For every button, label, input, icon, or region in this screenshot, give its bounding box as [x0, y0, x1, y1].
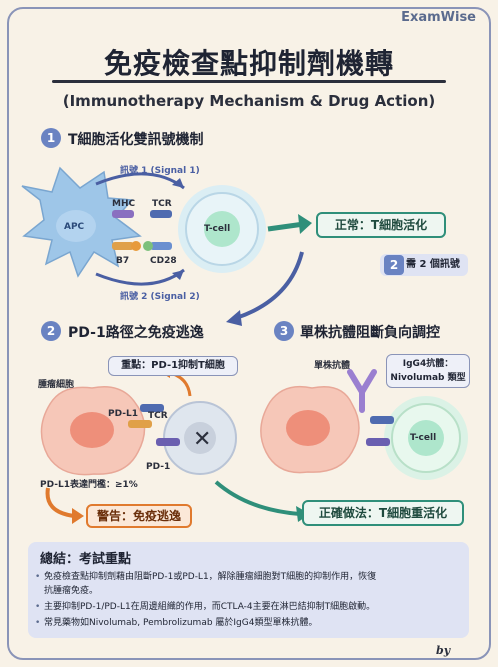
normal-activation-box: 正常：T細胞活化 [316, 212, 446, 238]
summary-bullet-1-cont: 抗腫瘤免疫。 [44, 586, 99, 596]
tcell-nucleus-1 [204, 211, 240, 247]
to-correct-arrow [214, 480, 301, 516]
to-normal-arrowhead [298, 214, 312, 234]
section1-title: T細胞活化雙訊號機制 [68, 132, 204, 148]
summary-bullet-1-text: 免疫檢查點抑制劑藉由阻斷PD-1或PD-L1，解除腫瘤細胞對T細胞的抑制作用，恢… [44, 572, 377, 582]
page-title: 免疫檢查點抑制劑機轉 [103, 47, 394, 80]
cd28-label: CD28 [150, 256, 177, 266]
summary-bullet-3: •常見藥物如Nivolumab, Pembrolizumab 屬於IgG4類型單… [35, 616, 318, 630]
section3-title: 單株抗體阻斷負向調控 [300, 325, 440, 341]
cd28-knob [143, 241, 153, 251]
summary-bullet-2-text: 主要抑制PD-1/PD-L1在周邊組織的作用，而CTLA-4主要在淋巴結抑制T細… [44, 602, 376, 612]
summary-bullet-1: •免疫檢查點抑制劑藉由阻斷PD-1或PD-L1，解除腫瘤細胞對T細胞的抑制作用，… [35, 570, 377, 584]
tcell-nucleus-3 [408, 420, 444, 456]
blocked-x-icon: ✕ [193, 427, 211, 452]
to-section2-arrow [235, 251, 304, 320]
b7-receptor [112, 242, 134, 250]
tcell-nucleus-2 [184, 422, 216, 454]
apc-label: APC [64, 222, 85, 232]
signal2-arrowhead [172, 270, 184, 280]
igg4-box: IgG4抗體： Nivolumab 類型 [386, 354, 470, 388]
summary-title: 總結：考試重點 [40, 552, 132, 567]
need-two-signals-text: 需 2 個訊號 [406, 259, 460, 270]
bullet-dot: • [35, 572, 41, 582]
b7-label: B7 [116, 256, 130, 266]
page-frame [7, 7, 491, 660]
summary-bullet-2: •主要抑制PD-1/PD-L1在周邊組織的作用，而CTLA-4主要在淋巴結抑制T… [35, 600, 376, 614]
bullet-dot: • [35, 618, 41, 628]
pdl1-ligand [128, 420, 152, 428]
igg4-line1: IgG4抗體： [402, 359, 454, 369]
tumor-nucleus-2 [70, 412, 114, 448]
apc-nucleus [56, 210, 96, 242]
brand-logo: ExamWise [401, 10, 476, 25]
antibody-icon [347, 369, 377, 413]
to-normal-arrow [267, 221, 305, 232]
tcr-label-2: TCR [148, 411, 168, 421]
tcell-label-1: T-cell [204, 224, 231, 234]
correct-approach-box: 正確做法：T細胞重活化 [302, 500, 464, 526]
pd1-receptor [156, 438, 180, 446]
need-two-signals-number: 2 [384, 255, 404, 275]
warning-box: 警告：免疫逃逸 [86, 504, 192, 528]
tcr-label: TCR [152, 199, 172, 209]
summary-panel [28, 542, 469, 638]
section2-number: 2 [41, 321, 61, 341]
tumor-nucleus-3 [286, 410, 330, 446]
signal1-arrow [95, 172, 185, 190]
pd1-receptor-3 [366, 438, 390, 446]
mhc-label: MHC [112, 199, 136, 209]
b7-knob [131, 241, 141, 251]
signal2-label: 訊號 2 (Signal 2) [120, 292, 200, 302]
summary-bullet-3-text: 常見藥物如Nivolumab, Pembrolizumab 屬於IgG4類型單株… [44, 618, 318, 628]
tcr-receptor [150, 210, 172, 218]
to-section2-arrowhead [226, 310, 242, 326]
signature: by [436, 644, 451, 657]
cd28-receptor [150, 242, 172, 250]
warning-arrowhead [72, 508, 84, 524]
antibody-label: 單株抗體 [314, 361, 351, 371]
section3-number: 3 [274, 321, 294, 341]
pdl1-label: PD-L1 [108, 409, 138, 419]
mhc-receptor [112, 210, 134, 218]
key-point-box: 重點：PD-1抑制T細胞 [108, 356, 238, 376]
warning-arrow [45, 487, 75, 518]
tcr-receptor-2 [140, 404, 164, 412]
section2-title: PD-1路徑之免疫逃逸 [68, 325, 204, 341]
tcell-label-3: T-cell [410, 433, 437, 443]
igg4-line2: Nivolumab 類型 [390, 373, 466, 383]
page-subtitle: (Immunotherapy Mechanism & Drug Action) [62, 92, 436, 110]
title-underline [52, 80, 446, 83]
pd1-label: PD-1 [146, 462, 171, 472]
tcr-receptor-3 [370, 416, 394, 424]
signal1-arrowhead [172, 178, 184, 188]
signal1-label: 訊號 1 (Signal 1) [120, 166, 200, 176]
pdl1-threshold: PD-L1表達門檻：≥1% [40, 480, 138, 490]
bullet-dot: • [35, 602, 41, 612]
signal2-arrow [95, 268, 185, 286]
section1-number: 1 [41, 128, 61, 148]
tumor-label: 腫瘤細胞 [38, 380, 75, 390]
